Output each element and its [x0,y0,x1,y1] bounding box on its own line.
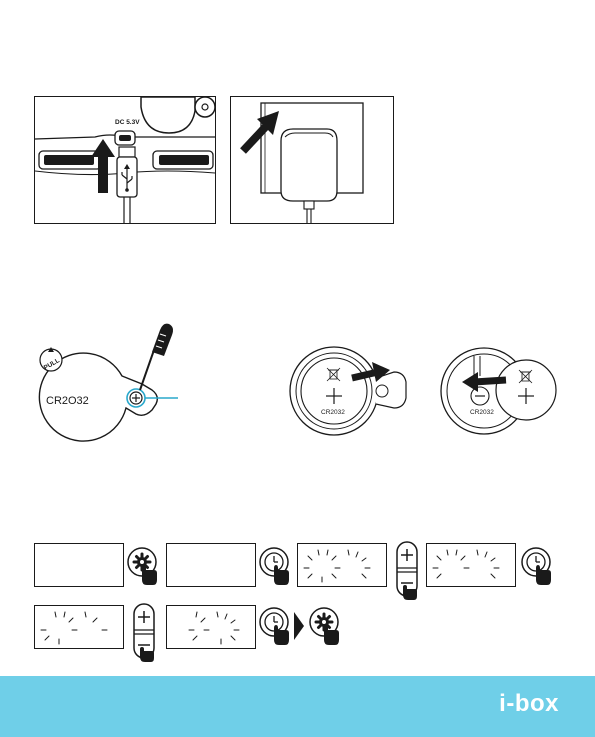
footer-bar: i-box [0,676,595,737]
battery-cover-figure: PULL CR2O32 [30,318,190,442]
battery-remove-illustration: CR2032 [286,346,418,436]
coin-label-2: CR2032 [470,409,494,416]
settings-button-icon-2 [308,606,340,646]
display-flashing-3 [34,605,124,649]
display-blank-1 [34,543,124,587]
display-flashing-2 [426,543,516,587]
settings-button-icon [126,546,158,586]
battery-insert-illustration: CR2032 [440,346,562,436]
cell-label: CR2O32 [46,395,89,407]
next-step-arrow-icon [294,612,304,640]
display-blank-2 [166,543,256,587]
clock-button-icon-2 [520,546,552,586]
display-flashing-1 [297,543,387,587]
usb-power-illustration: DC 5.3V [35,97,215,223]
display-flashing-4 [166,605,256,649]
screwdriver-icon [140,324,173,390]
battery-insert-figure: CR2032 [440,346,562,436]
plus-minus-button-icon-2 [133,603,155,663]
clock-button-icon-3 [258,606,290,646]
wall-adapter-figure [230,96,394,224]
dc-voltage-label: DC 5.3V [115,119,140,126]
plus-minus-button-icon [396,541,418,601]
usb-power-figure: DC 5.3V [34,96,216,224]
battery-cover-illustration: PULL CR2O32 [30,318,190,442]
battery-remove-figure: CR2032 [286,346,418,436]
clock-button-icon [258,546,290,586]
brand-logo: i-box [499,690,559,718]
coin-label: CR2032 [321,409,345,416]
wall-adapter-illustration [231,97,393,223]
